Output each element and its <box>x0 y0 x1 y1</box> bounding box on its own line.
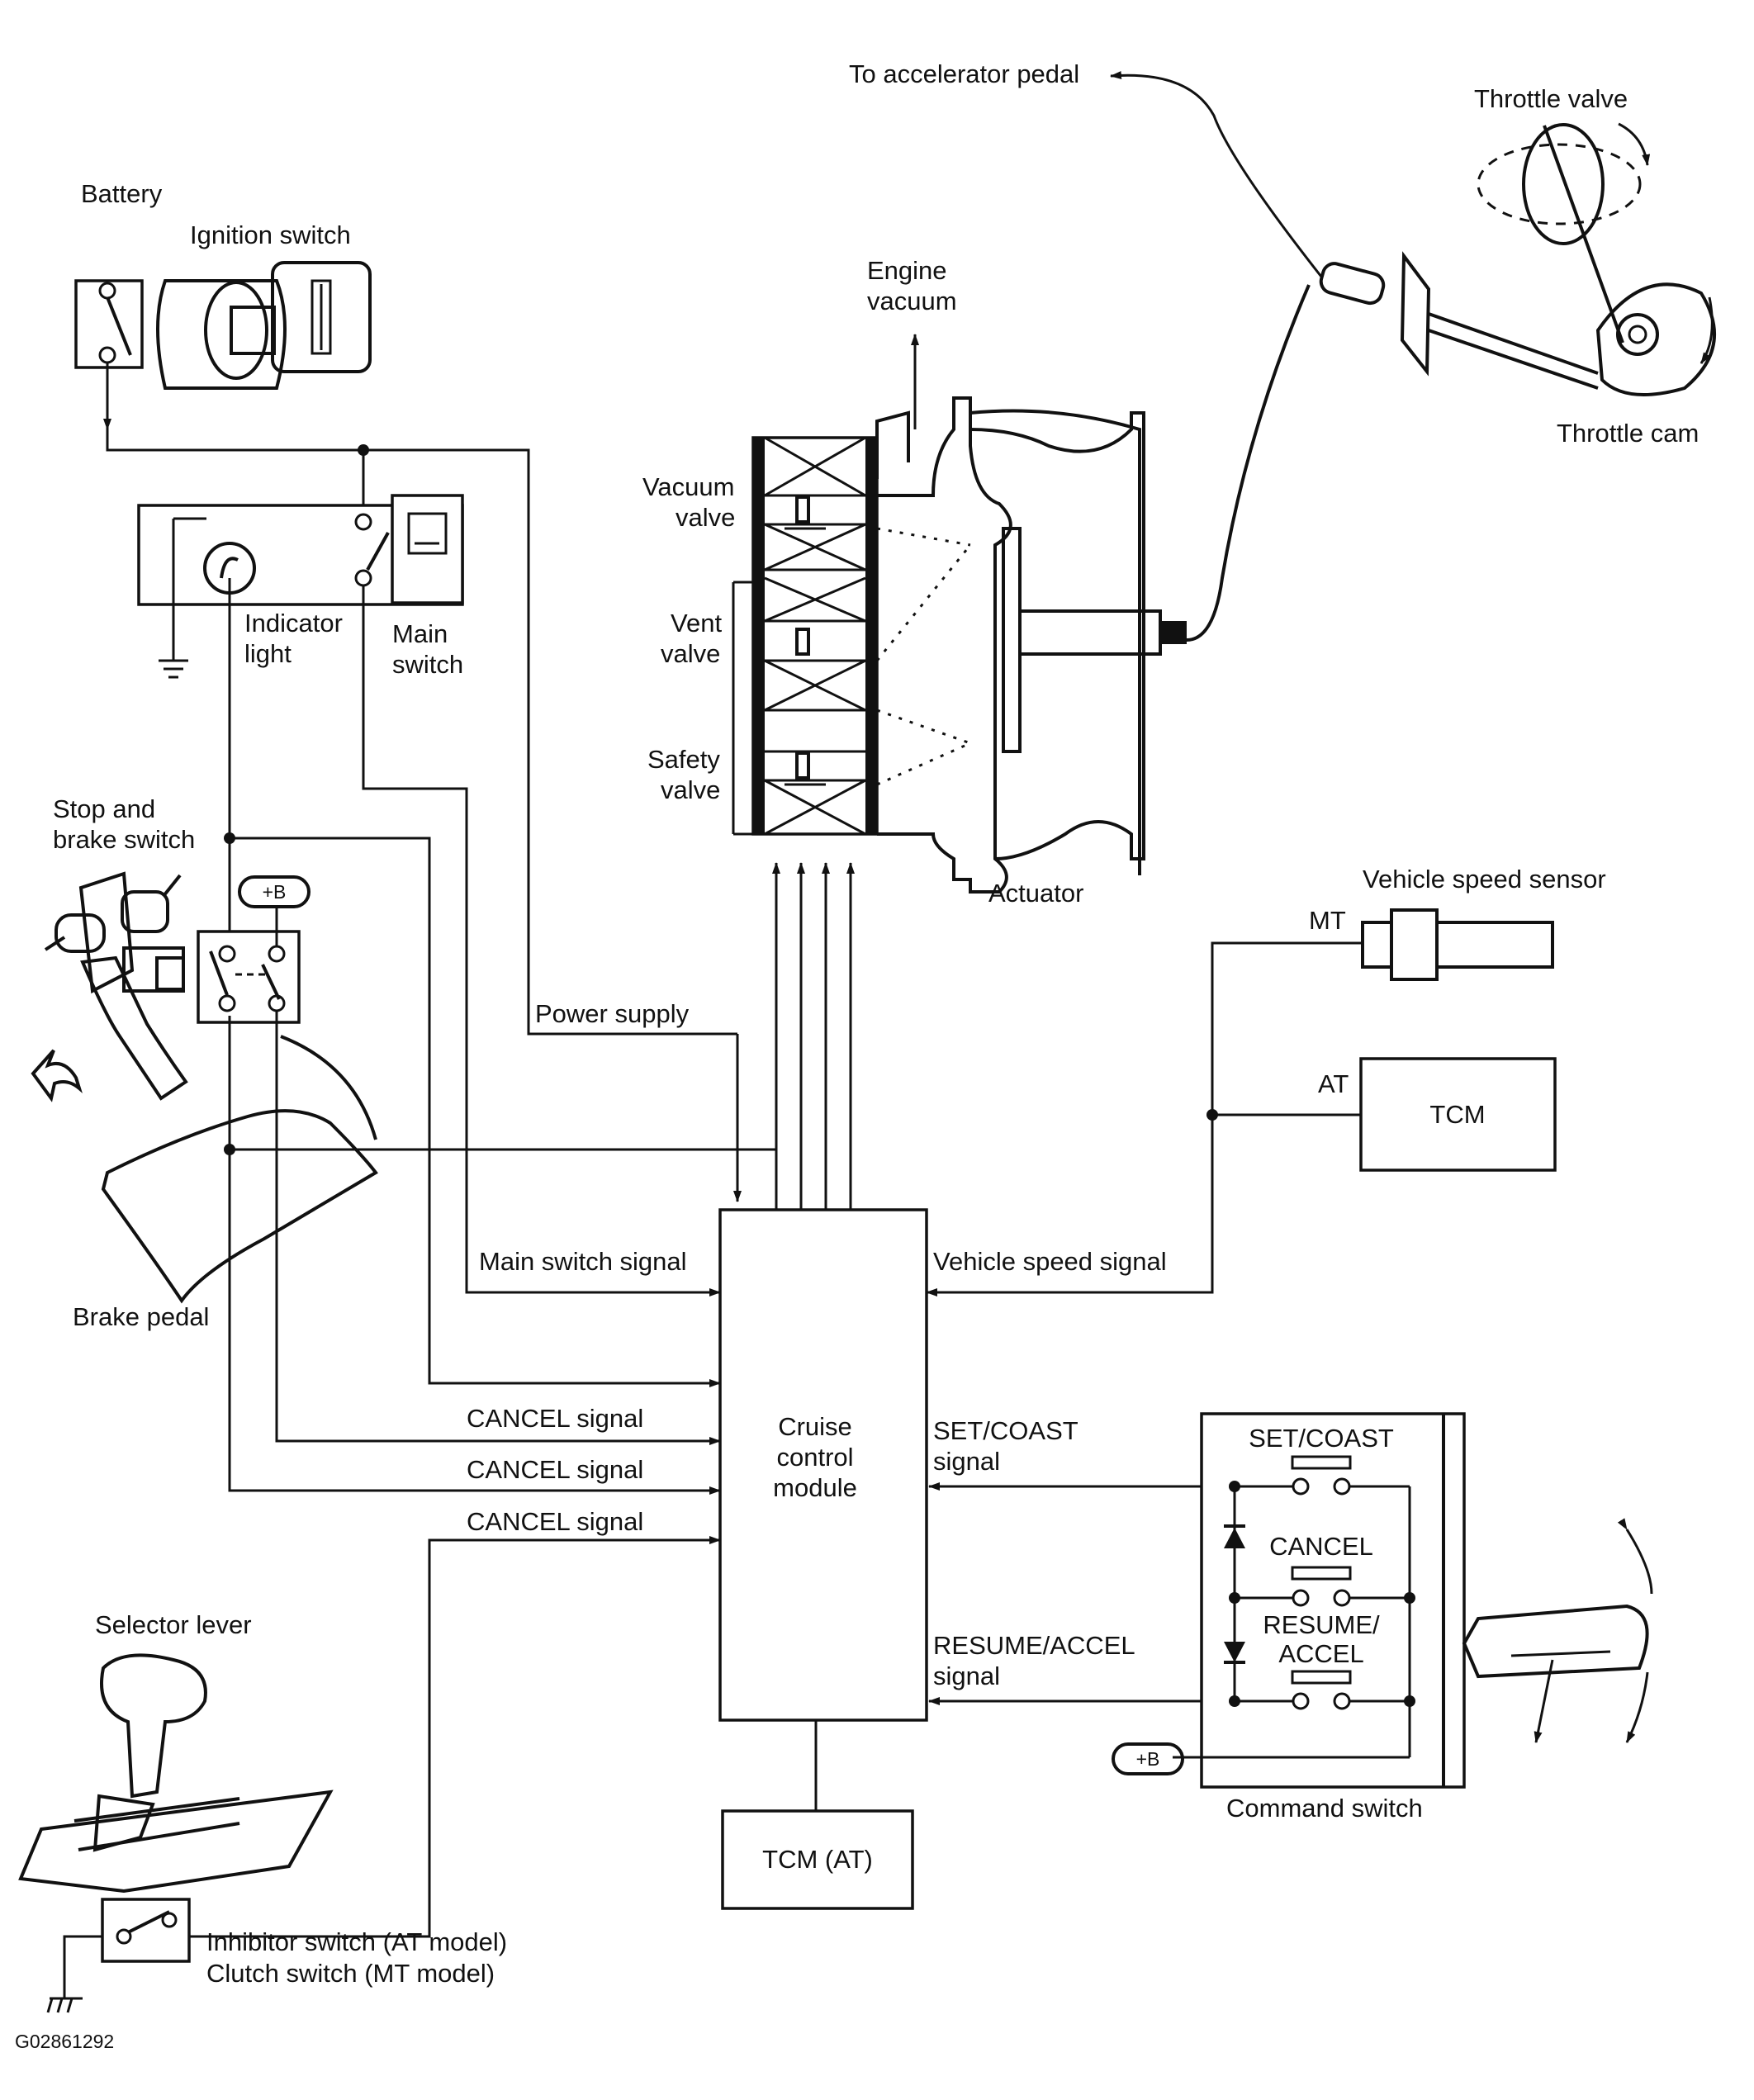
label-vacuum-valve-1: Vacuum <box>642 472 734 501</box>
label-stop-brake-switch-2: brake switch <box>53 825 195 854</box>
label-cruise-control-module-1: Cruise <box>778 1412 852 1441</box>
throttle-cable <box>1110 71 1599 642</box>
label-switch-set-coast: SET/COAST <box>1249 1424 1394 1453</box>
tcm-box <box>1359 1057 1557 1172</box>
label-engine-vacuum-1: Engine <box>867 256 947 285</box>
label-throttle-valve: Throttle valve <box>1474 84 1628 113</box>
label-main-switch-signal: Main switch signal <box>479 1247 687 1276</box>
label-resume-accel-signal-2: signal <box>933 1662 1000 1690</box>
label-main-switch-1: Main <box>392 619 448 648</box>
label-actuator: Actuator <box>988 879 1083 908</box>
valve-stack <box>732 436 879 836</box>
label-indicator-light-1: Indicator <box>244 609 343 638</box>
label-cruise-control-module-3: module <box>773 1473 857 1502</box>
label-vacuum-valve-2: valve <box>676 503 735 532</box>
actuator-drawing <box>875 396 1187 894</box>
label-cancel-signal-3: CANCEL signal <box>467 1507 643 1536</box>
brake-switch-contacts <box>197 875 311 1024</box>
label-clutch-switch: Clutch switch (MT model) <box>206 1959 495 1988</box>
label-set-coast-signal-2: signal <box>933 1447 1000 1476</box>
label-cruise-control-module-2: control <box>776 1443 853 1472</box>
label-engine-vacuum-2: vacuum <box>867 287 957 315</box>
label-vent-valve-1: Vent <box>671 609 722 638</box>
label-selector-lever: Selector lever <box>95 1610 252 1639</box>
label-command-switch: Command switch <box>1226 1794 1423 1823</box>
label-switch-resume-2: ACCEL <box>1278 1639 1363 1668</box>
vehicle-speed-sensor-drawing <box>1361 908 1554 981</box>
label-switch-resume-1: RESUME/ <box>1263 1610 1380 1639</box>
inhibitor-switch-box <box>101 1898 191 1963</box>
label-to-accelerator-pedal: To accelerator pedal <box>849 59 1079 88</box>
vacuum-pipe <box>875 334 919 479</box>
label-plus-b-command: +B <box>1136 1748 1160 1770</box>
label-safety-valve-1: Safety <box>647 745 720 774</box>
label-cancel-signal-1: CANCEL signal <box>467 1404 643 1433</box>
figure-id: G02861292 <box>15 2031 114 2052</box>
cruise-control-module-box <box>718 1208 928 1722</box>
label-safety-valve-2: valve <box>661 775 720 804</box>
brake-pedal-drawing <box>31 955 378 1304</box>
battery-switch-symbol <box>74 279 144 369</box>
label-mt: MT <box>1309 906 1346 935</box>
label-vent-valve-2: valve <box>661 639 720 668</box>
label-tcm-at: TCM (AT) <box>762 1845 873 1874</box>
command-stalk-drawing <box>1462 1518 1653 1743</box>
label-cancel-signal-2: CANCEL signal <box>467 1455 643 1484</box>
tcm-at-box <box>721 1809 914 1910</box>
label-main-switch-2: switch <box>392 650 463 679</box>
label-inhibitor-switch: Inhibitor switch (AT model) <box>206 1927 507 1956</box>
label-plus-b-brake: +B <box>263 881 287 903</box>
label-ignition-switch: Ignition switch <box>190 220 351 249</box>
label-vehicle-speed-sensor: Vehicle speed sensor <box>1363 865 1606 894</box>
label-stop-brake-switch-1: Stop and <box>53 794 155 823</box>
label-brake-pedal: Brake pedal <box>73 1302 209 1331</box>
stop-brake-switch-drawing <box>44 871 185 994</box>
ignition-switch-drawing <box>156 261 372 390</box>
label-throttle-cam: Throttle cam <box>1557 419 1699 448</box>
plus-b-badge-command <box>1112 1742 1184 1775</box>
label-tcm: TCM <box>1429 1100 1485 1129</box>
label-resume-accel-signal-1: RESUME/ACCEL <box>933 1631 1135 1660</box>
label-power-supply: Power supply <box>535 999 690 1028</box>
label-indicator-light-2: light <box>244 639 292 668</box>
label-vehicle-speed-signal: Vehicle speed signal <box>933 1247 1167 1276</box>
label-at: AT <box>1318 1069 1349 1098</box>
indicator-main-switch-box <box>137 494 464 679</box>
command-switch-box <box>1173 1412 1466 1789</box>
label-switch-cancel: CANCEL <box>1269 1532 1373 1561</box>
label-battery: Battery <box>81 179 163 208</box>
selector-lever-drawing <box>18 1653 334 1894</box>
throttle-valve-drawing <box>1477 122 1716 396</box>
label-set-coast-signal-1: SET/COAST <box>933 1416 1078 1445</box>
